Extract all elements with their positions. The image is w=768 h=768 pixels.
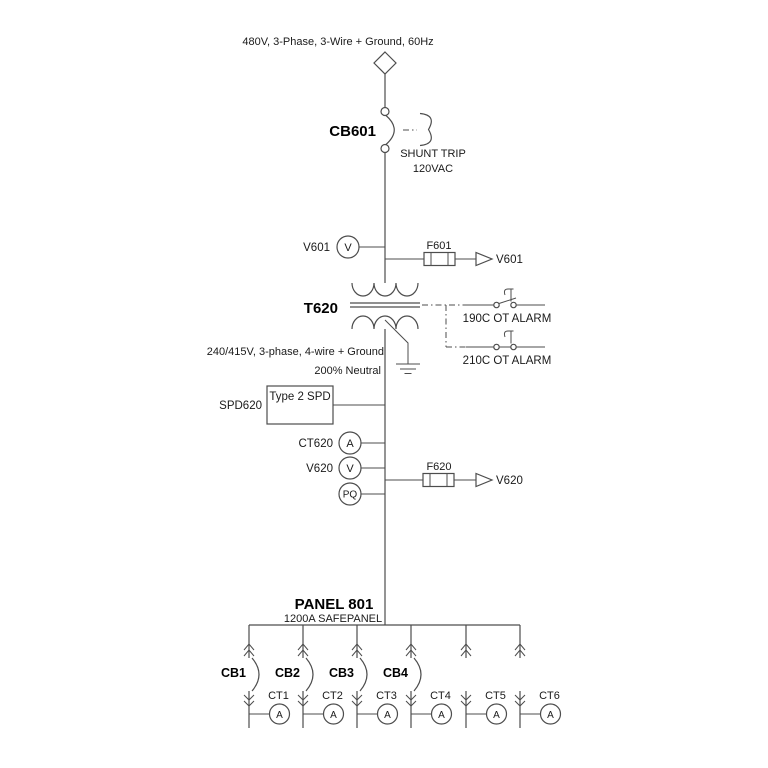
drawout-chevron-up-icon: [514, 643, 526, 657]
ct2-letter: A: [330, 710, 337, 721]
alarm2-contact-right: [510, 343, 517, 351]
breaker-arc: [385, 115, 395, 145]
feeder-4: CB4 CT4 A: [383, 625, 453, 728]
breaker-arc: [251, 657, 260, 692]
source-label: 480V, 3-Phase, 3-Wire + Ground, 60Hz: [242, 36, 433, 48]
drawout-chevron-up-icon: [405, 643, 417, 657]
breaker-arc: [305, 657, 314, 692]
feeder-6: CT6 A: [514, 625, 562, 728]
ammeter-circle-icon: [376, 703, 399, 725]
alarm2-contact-left: [493, 343, 500, 351]
drawout-chevron-up-icon: [297, 643, 309, 657]
ot-alarm-switch-210c: 210C OT ALARM: [445, 305, 552, 367]
feeder-5: CT5 A: [460, 625, 508, 728]
cb601-label: CB601: [329, 123, 376, 140]
secondary-spec-label: 240/415V, 3-phase, 4-wire + Ground: [207, 346, 384, 358]
feeder-1: CB1 CT1 A: [221, 625, 291, 728]
v620-tag: V620: [306, 463, 333, 475]
remote-arrow-icon: [475, 472, 494, 488]
main-breaker-cb601: CB601 SHUNT TRIP 120VAC: [329, 106, 466, 283]
ct4-tag: CT4: [430, 690, 451, 702]
pq-meter: PQ: [338, 482, 385, 506]
t620-label: T620: [304, 300, 338, 317]
secondary-winding-icon: [351, 315, 419, 330]
ct1-letter: A: [276, 710, 283, 721]
drawout-chevron-up-icon: [460, 643, 472, 657]
ct4-letter: A: [438, 710, 445, 721]
ammeter-circle-icon: [539, 703, 562, 725]
panel-801: PANEL 801 1200A SAFEPANEL: [249, 596, 520, 626]
ct2-tag: CT2: [322, 690, 343, 702]
ammeter-circle-icon: [485, 703, 508, 725]
f601-tag: F601: [426, 240, 451, 252]
fuse-f620: F620 V620: [385, 461, 523, 488]
ground-symbol-icon: [384, 319, 420, 374]
primary-winding-icon: [351, 282, 419, 297]
v601-tag: V601: [303, 242, 330, 254]
f620-tag: F620: [426, 461, 451, 473]
shunt-trip-label-1: SHUNT TRIP: [400, 148, 466, 160]
ct6-letter: A: [547, 710, 554, 721]
utility-source: 480V, 3-Phase, 3-Wire + Ground, 60Hz: [242, 36, 434, 108]
cb2-label: CB2: [275, 666, 300, 680]
ct6-tag: CT6: [539, 690, 560, 702]
breaker-terminal-bottom: [380, 143, 390, 154]
ct1-tag: CT1: [268, 690, 289, 702]
neutral-note-label: 200% Neutral: [314, 365, 381, 377]
fuse-body-icon: [423, 251, 456, 267]
alarm1-contact-left: [493, 301, 500, 309]
thermal-actuator-icon-2: [503, 330, 514, 344]
f601-remote-tag: V601: [496, 254, 523, 266]
panel-name: PANEL 801: [295, 596, 374, 613]
feeder-2: CB2 CT2 A: [275, 625, 345, 728]
ot-alarm-switch-190c: 190C OT ALARM: [422, 288, 552, 325]
ammeter-circle-icon: [430, 703, 453, 725]
fuse-body-icon: [422, 472, 455, 488]
source-node-diamond: [373, 51, 397, 75]
pq-letters: PQ: [343, 490, 358, 501]
ct3-tag: CT3: [376, 690, 397, 702]
feeder-3: CB3 CT3 A: [329, 625, 399, 728]
ct3-letter: A: [384, 710, 391, 721]
cb1-label: CB1: [221, 666, 246, 680]
ct-meter-620: CT620 A: [298, 431, 385, 455]
panel-rating: 1200A SAFEPANEL: [284, 613, 382, 625]
f620-remote-tag: V620: [496, 475, 523, 487]
spd-type-label: Type 2 SPD: [269, 391, 330, 403]
thermal-actuator-icon-1: [503, 288, 514, 302]
voltmeter-v620: V620 V: [306, 456, 385, 480]
spd-620: SPD620 Type 2 SPD: [219, 385, 385, 425]
cb4-label: CB4: [383, 666, 408, 680]
ct620-letter: A: [346, 438, 354, 450]
drawout-chevron-up-icon: [243, 643, 255, 657]
spd-tag: SPD620: [219, 400, 262, 412]
ammeter-circle-icon: [322, 703, 345, 725]
shunt-trip-label-2: 120VAC: [413, 163, 453, 175]
v601-letter: V: [344, 242, 352, 254]
alarm1-label: 190C OT ALARM: [463, 313, 552, 325]
breaker-terminal-top: [380, 106, 390, 117]
ct5-letter: A: [493, 710, 500, 721]
cb3-label: CB3: [329, 666, 354, 680]
alarm1-contact-right: [510, 301, 517, 309]
breaker-arc: [413, 657, 422, 692]
alarm1-blade-open: [498, 297, 517, 304]
voltmeter-v601: V601 V: [303, 235, 385, 259]
alarm2-label: 210C OT ALARM: [463, 355, 552, 367]
remote-arrow-icon: [475, 251, 494, 267]
drawout-chevron-up-icon: [351, 643, 363, 657]
v620-letter: V: [346, 463, 354, 475]
breaker-arc: [359, 657, 368, 692]
fuse-f601: F601 V601: [385, 240, 523, 267]
ammeter-circle-icon: [268, 703, 291, 725]
transformer-t620: T620 240/415V, 3-phase, 4-wire + Ground …: [207, 282, 420, 625]
shunt-trip-coil-icon: [419, 112, 432, 147]
ct620-tag: CT620: [298, 438, 333, 450]
ct5-tag: CT5: [485, 690, 506, 702]
